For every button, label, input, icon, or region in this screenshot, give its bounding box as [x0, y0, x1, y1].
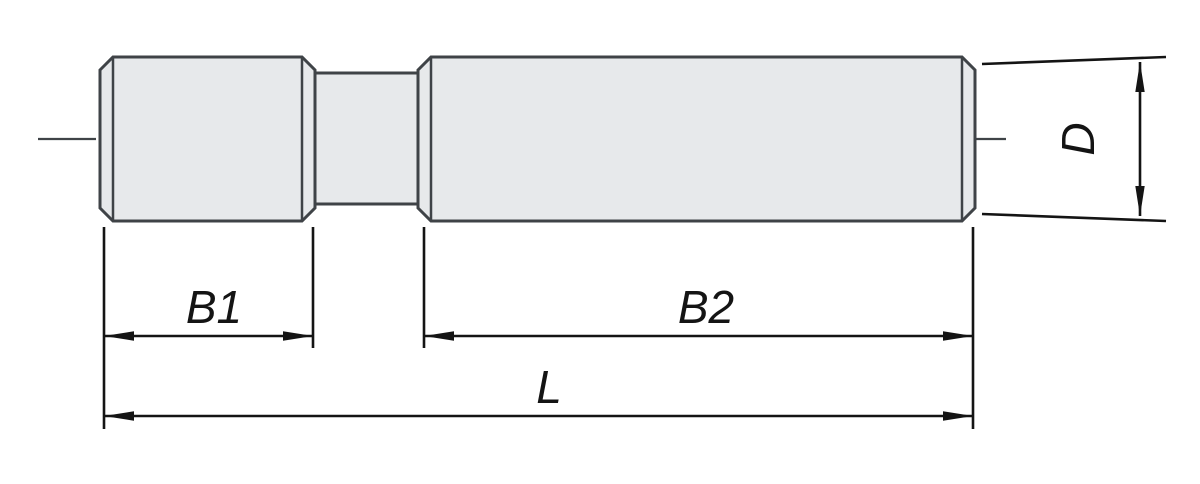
right-thread-section	[416, 55, 977, 223]
stud-body	[98, 55, 977, 223]
dimension-label-d: D	[1052, 122, 1104, 155]
dimensions: B1 B2 L D	[102, 55, 1167, 429]
dimension-label-b2: B2	[678, 281, 734, 333]
left-thread-section	[98, 55, 317, 223]
dimension-label-b1: B1	[186, 281, 242, 333]
dimension-label-l: L	[536, 361, 562, 413]
middle-shank	[313, 71, 420, 206]
extension-line-d-bottom	[981, 212, 1167, 223]
extension-line-d-top	[981, 55, 1167, 66]
